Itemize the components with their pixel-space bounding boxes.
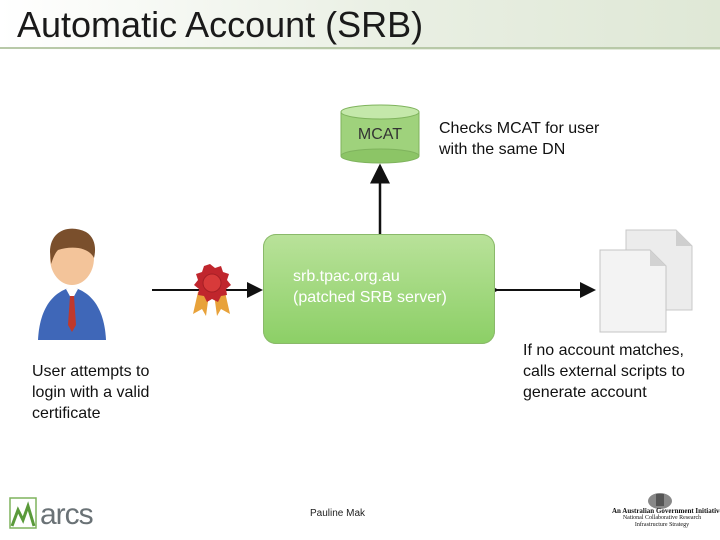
gov-logo-line: An Australian Government Initiative: [612, 507, 720, 515]
user-avatar-icon: [38, 228, 106, 340]
gov-logo-line: National Collaborative Research: [622, 515, 702, 521]
user-note-line: User attempts to: [32, 363, 150, 380]
server-description: (patched SRB server): [293, 289, 447, 306]
arcs-logo-mark: [9, 497, 37, 529]
mcat-note-line: with the same DN: [439, 141, 566, 158]
server-hostname: srb.tpac.org.au: [293, 268, 400, 285]
scripts-note: If no account matches, calls external sc…: [523, 340, 719, 403]
mcat-database-icon: [340, 104, 420, 164]
user-note-line: login with a valid: [32, 384, 150, 401]
government-crest-icon: [648, 493, 672, 509]
scripts-note-line: generate account: [523, 384, 647, 401]
certificate-seal-icon: [193, 264, 231, 316]
documents-icon: [599, 229, 693, 333]
user-note-line: certificate: [32, 405, 101, 422]
user-note: User attempts to login with a valid cert…: [32, 361, 192, 424]
gov-logo-line: Infrastructure Strategy: [634, 522, 690, 528]
slide-title: Automatic Account (SRB): [17, 4, 424, 45]
title-bar: [0, 0, 720, 50]
mcat-note-line: Checks MCAT for user: [439, 120, 600, 137]
scripts-note-line: calls external scripts to: [523, 363, 685, 380]
scripts-note-line: If no account matches,: [523, 342, 684, 359]
mcat-note: Checks MCAT for user with the same DN: [439, 118, 659, 160]
title-underline: [0, 47, 720, 49]
mcat-label: MCAT: [357, 126, 403, 143]
arcs-logo-text: arcs: [40, 498, 94, 531]
government-initiative-logo: An Australian Government Initiative Nati…: [612, 492, 720, 529]
footer-author: Pauline Mak: [310, 508, 366, 519]
srb-server-box: srb.tpac.org.au (patched SRB server): [263, 234, 495, 344]
